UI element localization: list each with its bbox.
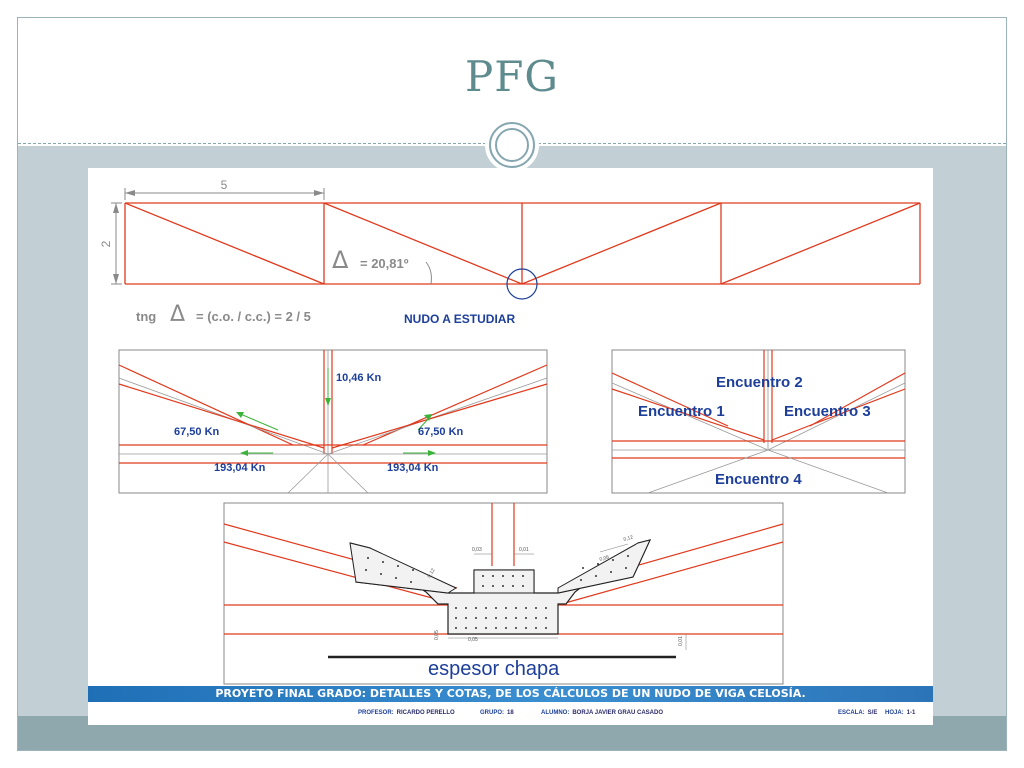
plate-detail: 0,03 0,01 0,08 0,12 0,12 0,05 0,05 0,01 … — [223, 502, 784, 685]
force-diag-right: 67,50 Kn — [418, 426, 464, 438]
bolt-pattern — [365, 555, 629, 629]
force-vertical: 10,46 Kn — [336, 372, 382, 384]
node-marker-icon — [506, 268, 538, 300]
tb-hoja: HOJA:1-1 — [885, 710, 915, 716]
forces-panel: 10,46 Kn 67,50 Kn 67,50 Kn 193,04 Kn 193… — [118, 349, 548, 494]
force-diag-left: 67,50 Kn — [174, 426, 220, 438]
tb-profesor-value: RICARDO PERELLO — [396, 710, 455, 716]
truss-elevation: 5 2 Δ = 20,81º — [99, 178, 921, 327]
angle-symbol: Δ — [332, 246, 349, 274]
tb-escala-value: S/E — [867, 710, 878, 716]
encuentro-4-label: Encuentro 4 — [715, 471, 802, 488]
formula-symbol: Δ — [170, 302, 185, 327]
encuentro-2-label: Encuentro 2 — [716, 374, 803, 391]
tb-profesor-label: PROFESOR: — [358, 710, 394, 716]
formula-prefix: tng — [136, 309, 156, 324]
force-chord-right: 193,04 Kn — [387, 462, 439, 474]
slide-title: PFG — [465, 52, 559, 101]
encuentros-panel: Encuentro 2 Encuentro 1 Encuentro 3 Encu… — [611, 349, 906, 494]
dim-width-label: 5 — [221, 178, 228, 192]
tb-escala-label: ESCALA: — [838, 710, 865, 716]
tb-escala: ESCALA:S/E — [838, 710, 877, 716]
dim-d6: 0,05 — [434, 630, 440, 640]
dim-d8: 0,01 — [678, 636, 684, 646]
title-block-banner — [88, 686, 933, 702]
node-label: NUDO A ESTUDIAR — [404, 312, 515, 326]
tb-profesor: PROFESOR:RICARDO PERELLO — [358, 710, 455, 716]
dim-d5: 0,12 — [427, 567, 437, 579]
tb-grupo: GRUPO:18 — [480, 710, 514, 716]
tb-hoja-value: 1-1 — [906, 710, 916, 716]
truss-drawing: 5 2 Δ = 20,81º — [99, 178, 921, 685]
tb-hoja-label: HOJA: — [885, 710, 904, 716]
drawing-sheet: 5 2 Δ = 20,81º — [88, 168, 933, 725]
tb-alumno: ALUMNO:BORJA JAVIER GRAU CASADO — [541, 710, 663, 716]
dim-d1: 0,03 — [472, 547, 482, 553]
formula-text: = (c.o. / c.c.) = 2 / 5 — [196, 309, 311, 324]
ring-ornament-icon — [485, 118, 539, 172]
dim-height-label: 2 — [99, 240, 113, 247]
force-chord-left: 193,04 Kn — [214, 462, 266, 474]
angle-value: = 20,81º — [360, 256, 409, 271]
encuentro-3-label: Encuentro 3 — [784, 403, 871, 420]
encuentro-1-label: Encuentro 1 — [638, 403, 725, 420]
plate-thickness-label: espesor chapa — [428, 658, 560, 680]
dim-d2: 0,01 — [519, 547, 529, 553]
title-block-banner-text: PROYETO FINAL GRADO: DETALLES Y COTAS, D… — [215, 687, 806, 700]
dim-d4: 0,12 — [623, 534, 634, 543]
dim-d3: 0,08 — [599, 554, 610, 563]
dim-d7: 0,05 — [468, 637, 478, 643]
tb-grupo-label: GRUPO: — [480, 710, 504, 716]
tb-alumno-value: BORJA JAVIER GRAU CASADO — [572, 710, 664, 716]
tb-alumno-label: ALUMNO: — [541, 710, 570, 716]
tb-grupo-value: 18 — [507, 710, 514, 716]
